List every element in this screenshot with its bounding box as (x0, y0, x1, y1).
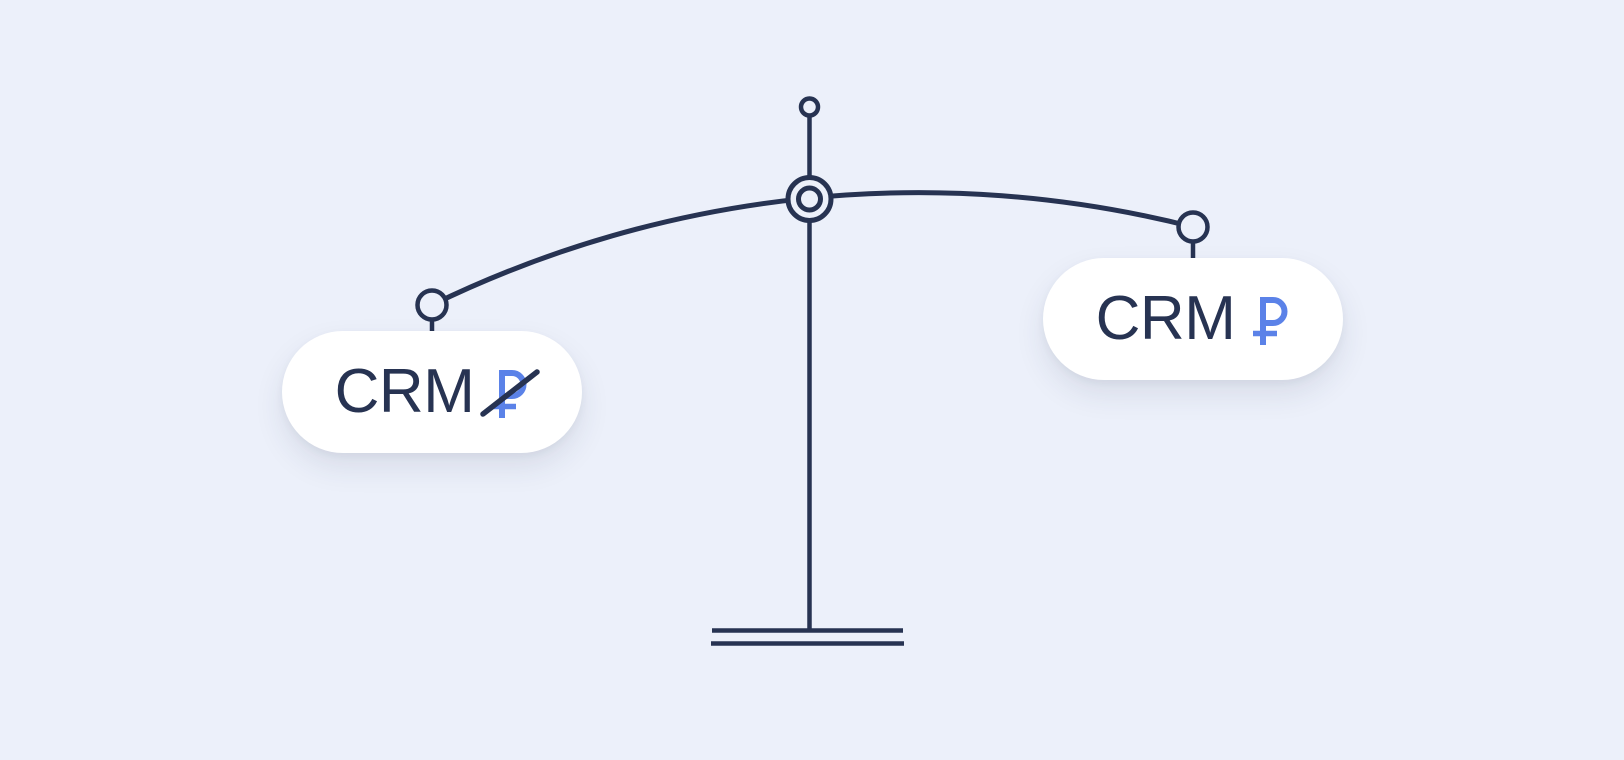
strikethrough-icon (480, 368, 541, 417)
ruble-icon (1253, 296, 1288, 345)
left-pill-label: CRM (334, 357, 475, 426)
right-hanger-ring-icon (1176, 210, 1210, 244)
left-pill: CRM (282, 331, 582, 453)
right-pill-label: CRM (1095, 284, 1236, 353)
left-pill-currency (480, 368, 541, 418)
right-pill-currency (1252, 296, 1290, 345)
left-hanger-ring-icon (415, 288, 449, 322)
pivot-inner-ring-icon (796, 185, 823, 213)
top-knob-icon (798, 96, 821, 118)
right-pill: CRM (1043, 258, 1343, 380)
